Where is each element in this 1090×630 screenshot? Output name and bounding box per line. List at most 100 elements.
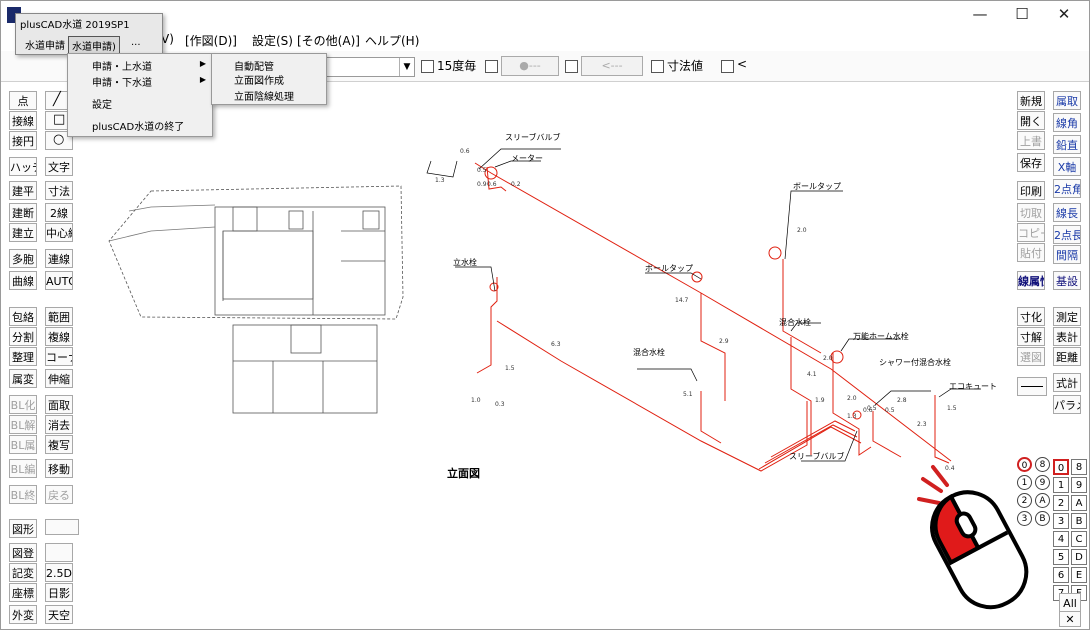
layer-square[interactable]: E xyxy=(1071,567,1087,583)
left-tool-12[interactable]: 整理 xyxy=(9,347,37,366)
left-tool-b4[interactable]: 文字 xyxy=(45,157,73,176)
left-tool-16[interactable]: BL属 xyxy=(9,435,37,454)
menu-settings[interactable]: 設定(S) xyxy=(252,34,293,48)
menu-more[interactable]: ... xyxy=(131,37,141,48)
menu-view[interactable]: V) xyxy=(161,32,174,46)
arrow-checkbox[interactable] xyxy=(565,60,578,73)
left-tool-7[interactable]: 建立 xyxy=(9,223,37,242)
left-tool-b19[interactable] xyxy=(45,519,79,535)
menu-item-elevation[interactable]: 立面図作成 xyxy=(234,76,284,87)
right-tool-6[interactable]: 切取 xyxy=(1017,203,1045,222)
right-tool-b13[interactable]: 式計 xyxy=(1053,373,1081,392)
left-tool-9[interactable]: 曲線 xyxy=(9,271,37,290)
right-tool-2[interactable]: 開く xyxy=(1017,111,1045,130)
right-tool-b6[interactable]: 線長 xyxy=(1053,203,1081,222)
left-tool-19[interactable]: 図形 xyxy=(9,519,37,538)
right-tool-b11[interactable]: 表計 xyxy=(1053,327,1081,346)
menu-suido-shinsei[interactable]: 水道申請 xyxy=(25,41,65,52)
layer-square[interactable]: 6 xyxy=(1053,567,1069,583)
layer-group-circle[interactable]: A xyxy=(1035,493,1050,508)
left-tool-18[interactable]: BL終 xyxy=(9,485,37,504)
right-tool-b14[interactable]: パラメ xyxy=(1053,395,1081,414)
right-tool-b9[interactable]: 基設 xyxy=(1053,271,1081,290)
left-tool-b20[interactable] xyxy=(45,543,73,562)
left-tool-5[interactable]: 建平 xyxy=(9,181,37,200)
layer-group-circle[interactable]: 9 xyxy=(1035,475,1050,490)
left-tool-14[interactable]: BL化 xyxy=(9,395,37,414)
menu-other[interactable]: [その他(A)] xyxy=(297,34,360,48)
left-tool-b15[interactable]: 消去 xyxy=(45,415,73,434)
menu-draw[interactable]: [作図(D)] xyxy=(185,34,237,48)
left-tool-17[interactable]: BL編 xyxy=(9,459,37,478)
left-tool-15[interactable]: BL解 xyxy=(9,415,37,434)
layer-square[interactable]: 2 xyxy=(1053,495,1069,511)
layer-square[interactable]: A xyxy=(1071,495,1087,511)
angle15-checkbox[interactable] xyxy=(421,60,434,73)
layer-square[interactable]: 9 xyxy=(1071,477,1087,493)
layer-combo[interactable]: ▼ xyxy=(321,57,415,77)
left-tool-b3[interactable] xyxy=(45,131,73,150)
menu-item-exit[interactable]: plusCAD水道の終了 xyxy=(92,122,185,133)
layer-square[interactable]: 8 xyxy=(1071,459,1087,475)
left-tool-11[interactable]: 分割 xyxy=(9,327,37,346)
right-tool-11[interactable]: 寸解 xyxy=(1017,327,1045,346)
layer-square[interactable]: C xyxy=(1071,531,1087,547)
left-tool-b16[interactable]: 複写 xyxy=(45,435,73,454)
left-tool-b22[interactable]: 日影 xyxy=(45,583,73,602)
left-tool-b10[interactable]: 範囲 xyxy=(45,307,73,326)
right-tool-b3[interactable]: 鉛直 xyxy=(1053,135,1081,154)
lt-checkbox[interactable] xyxy=(721,60,734,73)
left-tool-b6[interactable]: 2線 xyxy=(45,203,73,222)
left-tool-b23[interactable]: 天空 xyxy=(45,605,73,624)
right-tool-b10[interactable]: 測定 xyxy=(1053,307,1081,326)
layer-group-circle[interactable]: 1 xyxy=(1017,475,1032,490)
left-tool-b21[interactable]: 2.5D xyxy=(45,563,73,582)
left-tool-6[interactable]: 建断 xyxy=(9,203,37,222)
left-tool-b13[interactable]: 伸縮 xyxy=(45,369,73,388)
right-tool-5[interactable]: 印刷 xyxy=(1017,181,1045,200)
arrow-box[interactable]: <--- xyxy=(581,56,643,76)
left-tool-b11[interactable]: 複線 xyxy=(45,327,73,346)
left-tool-b9[interactable]: AUTO xyxy=(45,271,73,290)
right-tool-b1[interactable]: 属取 xyxy=(1053,91,1081,110)
left-tool-13[interactable]: 属変 xyxy=(9,369,37,388)
left-tool-1[interactable]: 点 xyxy=(9,91,37,110)
right-tool-b4[interactable]: X軸 xyxy=(1053,157,1081,176)
menu-item-upper-water[interactable]: 申請・上水道 xyxy=(92,62,152,73)
line-swatch[interactable] xyxy=(1017,377,1047,396)
layer-square[interactable]: D xyxy=(1071,549,1087,565)
minimize-icon[interactable]: — xyxy=(972,5,988,23)
layer-square[interactable]: 4 xyxy=(1053,531,1069,547)
right-tool-b7[interactable]: 2点長 xyxy=(1053,225,1081,244)
right-tool-3[interactable]: 上書 xyxy=(1017,131,1045,150)
right-tool-b12[interactable]: 距離 xyxy=(1053,347,1081,366)
left-tool-3[interactable]: 接円 xyxy=(9,131,37,150)
right-tool-9[interactable]: 線属性 xyxy=(1017,271,1045,290)
menu-item-hidden-line[interactable]: 立面陰線処理 xyxy=(234,92,294,103)
left-tool-23[interactable]: 外変 xyxy=(9,605,37,624)
layer-square[interactable]: 0 xyxy=(1053,459,1069,475)
right-tool-12[interactable]: 選図 xyxy=(1017,347,1045,366)
menu-item-auto-piping[interactable]: 自動配管 xyxy=(234,62,274,73)
layer-group-circle[interactable]: 0 xyxy=(1017,457,1032,472)
right-tool-b5[interactable]: 2点角 xyxy=(1053,179,1081,198)
left-tool-2[interactable]: 接線 xyxy=(9,111,37,130)
left-tool-b5[interactable]: 寸法 xyxy=(45,181,73,200)
layer-group-circle[interactable]: 2 xyxy=(1017,493,1032,508)
right-tool-7[interactable]: コピー xyxy=(1017,223,1045,242)
left-tool-b7[interactable]: 中心線 xyxy=(45,223,73,242)
clear-layers-icon[interactable]: ✕ xyxy=(1059,611,1081,627)
right-tool-b8[interactable]: 間隔 xyxy=(1053,245,1081,264)
layer-group-circle[interactable]: B xyxy=(1035,511,1050,526)
menu-item-lower-water[interactable]: 申請・下水道 xyxy=(92,78,152,89)
left-tool-b8[interactable]: 連線 xyxy=(45,249,73,268)
right-tool-10[interactable]: 寸化 xyxy=(1017,307,1045,326)
right-tool-b2[interactable]: 線角 xyxy=(1053,113,1081,132)
close-icon[interactable]: ✕ xyxy=(1057,5,1071,23)
layer-group-circle[interactable]: 3 xyxy=(1017,511,1032,526)
left-tool-10[interactable]: 包絡 xyxy=(9,307,37,326)
left-tool-8[interactable]: 多胞 xyxy=(9,249,37,268)
layer-square[interactable]: 3 xyxy=(1053,513,1069,529)
layer-group-circle[interactable]: 8 xyxy=(1035,457,1050,472)
all-layers-button[interactable]: All xyxy=(1059,593,1081,612)
